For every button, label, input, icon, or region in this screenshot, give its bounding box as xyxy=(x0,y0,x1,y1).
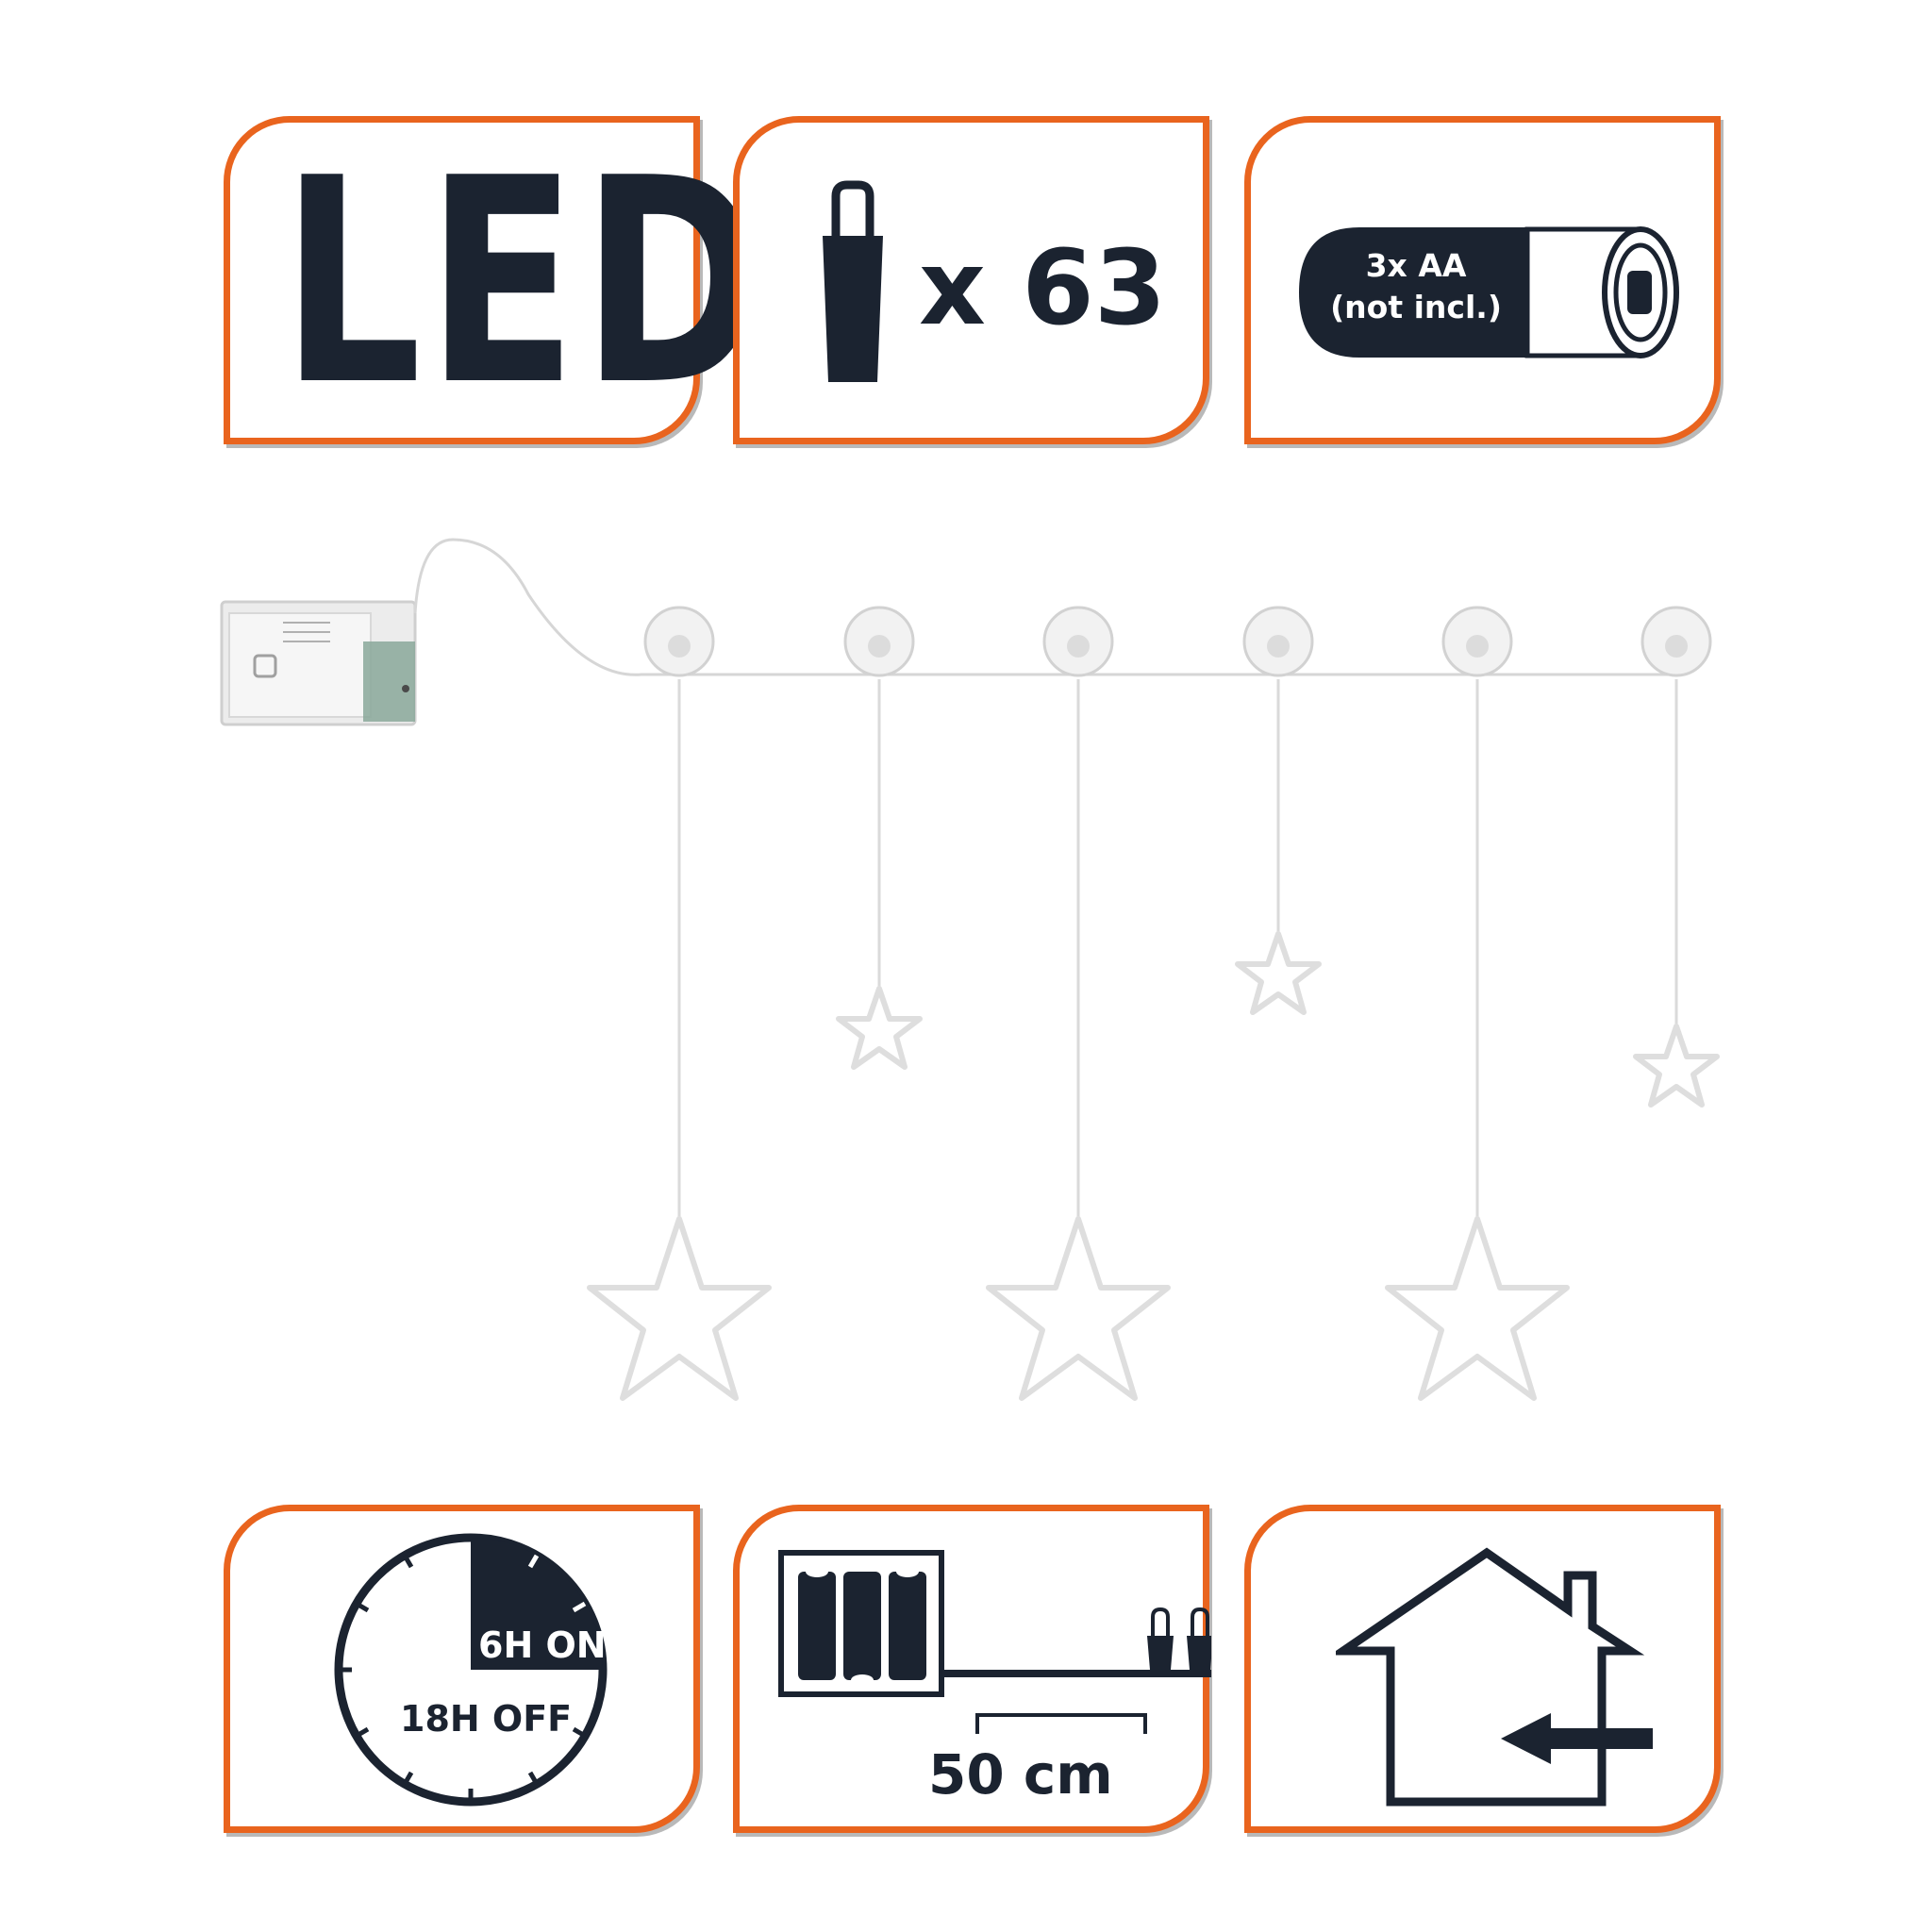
led-bulb-icon xyxy=(823,180,883,382)
small-star xyxy=(836,986,923,1070)
indoor-house-icon xyxy=(1336,1547,1653,1807)
led-count-label: x 63 xyxy=(919,227,1167,348)
cable-length-icon xyxy=(778,1550,1211,1734)
battery-info: 3x AA (not incl.) xyxy=(1307,245,1524,328)
battery-icon xyxy=(1299,226,1679,358)
small-star xyxy=(1235,931,1322,1015)
small-star xyxy=(1633,1024,1720,1108)
led-count-badge: x 63 xyxy=(733,116,1209,444)
battery-line-2: (not incl.) xyxy=(1330,289,1502,325)
battery-badge: 3x AA (not incl.) xyxy=(1244,116,1721,444)
large-star xyxy=(587,1216,772,1401)
timer-on-label: 6H ON xyxy=(478,1624,607,1666)
cable-length-label: 50 cm xyxy=(928,1742,1113,1807)
led-label: LED xyxy=(281,118,770,447)
suction-cup xyxy=(843,606,915,677)
suction-cup xyxy=(1042,606,1114,677)
product-illustration xyxy=(220,538,1720,1401)
timer-off-label: 18H OFF xyxy=(400,1698,573,1740)
suction-cup xyxy=(1441,606,1513,677)
large-star xyxy=(1385,1216,1570,1401)
main-cable xyxy=(413,538,1679,676)
suction-cup xyxy=(1242,606,1314,677)
timer-badge: 6H ON 18H OFF xyxy=(224,1505,700,1833)
battery-line-1: 3x AA xyxy=(1365,247,1467,284)
suction-cup xyxy=(643,606,715,677)
light-strands xyxy=(677,679,1678,1217)
suction-cup xyxy=(1641,606,1712,677)
battery-box xyxy=(220,600,417,726)
indoor-use-badge xyxy=(1244,1505,1721,1833)
led-badge: LED xyxy=(224,116,770,447)
cable-length-badge: 50 cm xyxy=(733,1505,1211,1833)
large-star xyxy=(986,1216,1171,1401)
timer-clock-icon xyxy=(334,1533,608,1807)
